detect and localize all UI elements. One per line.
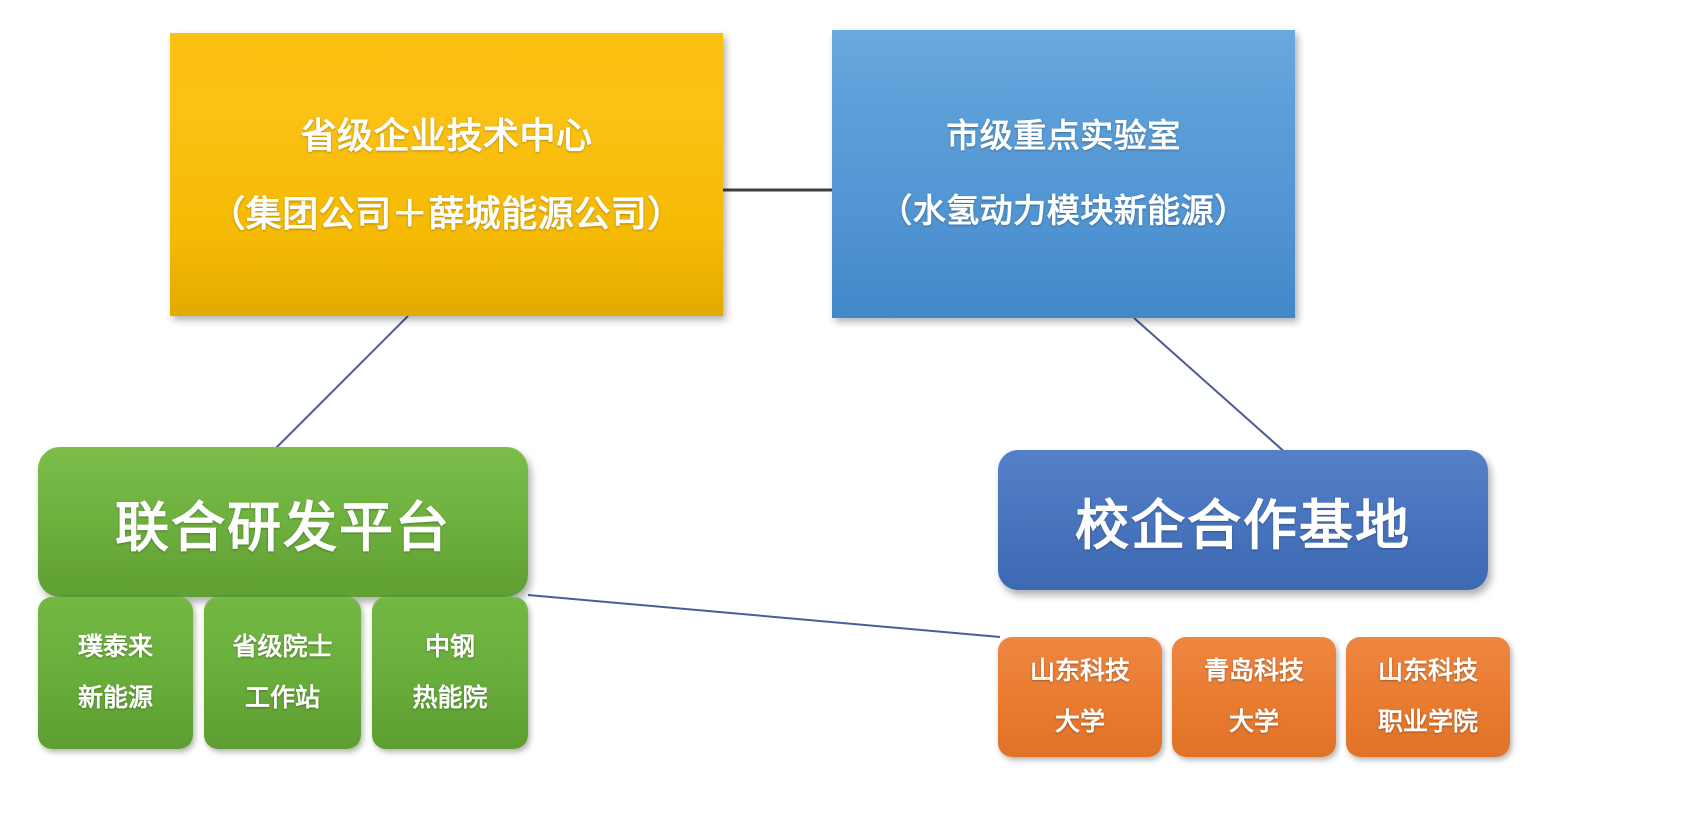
- node-provincial-enterprise-technology-center[interactable]: 省级企业技术中心 （集团公司＋薛城能源公司）: [170, 33, 723, 316]
- chip-label-line1: 省级院士: [232, 633, 333, 661]
- node-title-line1: 省级企业技术中心: [300, 114, 593, 156]
- node-title: 校企合作基地: [1075, 495, 1411, 556]
- chip-label-line2: 职业学院: [1377, 708, 1478, 736]
- node-title-line1: 市级重点实验室: [946, 117, 1181, 155]
- chip-label-line2: 新能源: [77, 684, 153, 712]
- node-title-line2: （集团公司＋薛城能源公司）: [209, 192, 684, 234]
- chip-label-line2: 大学: [1054, 708, 1105, 736]
- chip-provincial-academician-workstation[interactable]: 省级院士 工作站: [204, 597, 361, 749]
- node-title: 联合研发平台: [115, 497, 451, 558]
- node-school-enterprise-cooperation-base[interactable]: 校企合作基地: [998, 450, 1488, 590]
- chip-label-line1: 青岛科技: [1203, 657, 1304, 685]
- chip-shandong-vocational-college-of-science-and-technology[interactable]: 山东科技 职业学院: [1346, 637, 1510, 757]
- connector-center-to-joint-platform: [271, 315, 409, 453]
- chip-putailai-new-energy[interactable]: 璞泰来 新能源: [38, 597, 193, 749]
- node-joint-rd-platform[interactable]: 联合研发平台: [38, 447, 528, 597]
- chip-label-line2: 热能院: [412, 684, 488, 712]
- chip-label-line1: 山东科技: [1029, 657, 1130, 685]
- chip-zhonggang-thermal-energy-institute[interactable]: 中钢 热能院: [372, 597, 528, 749]
- chip-qingdao-university-of-science-and-technology[interactable]: 青岛科技 大学: [1172, 637, 1336, 757]
- node-title-line2: （水氢动力模块新能源）: [879, 192, 1248, 229]
- chip-shandong-university-of-science-and-technology[interactable]: 山东科技 大学: [998, 637, 1162, 757]
- chip-label-line1: 璞泰来: [77, 633, 153, 661]
- connector-joint-platform-to-school-base: [527, 594, 1001, 638]
- chip-label-line1: 山东科技: [1377, 657, 1478, 685]
- chip-label-line2: 工作站: [244, 684, 320, 712]
- node-municipal-key-laboratory[interactable]: 市级重点实验室 （水氢动力模块新能源）: [832, 30, 1295, 318]
- chip-label-line2: 大学: [1228, 708, 1279, 736]
- chip-label-line1: 中钢: [424, 633, 475, 661]
- connector-lab-to-school-base: [1133, 317, 1289, 456]
